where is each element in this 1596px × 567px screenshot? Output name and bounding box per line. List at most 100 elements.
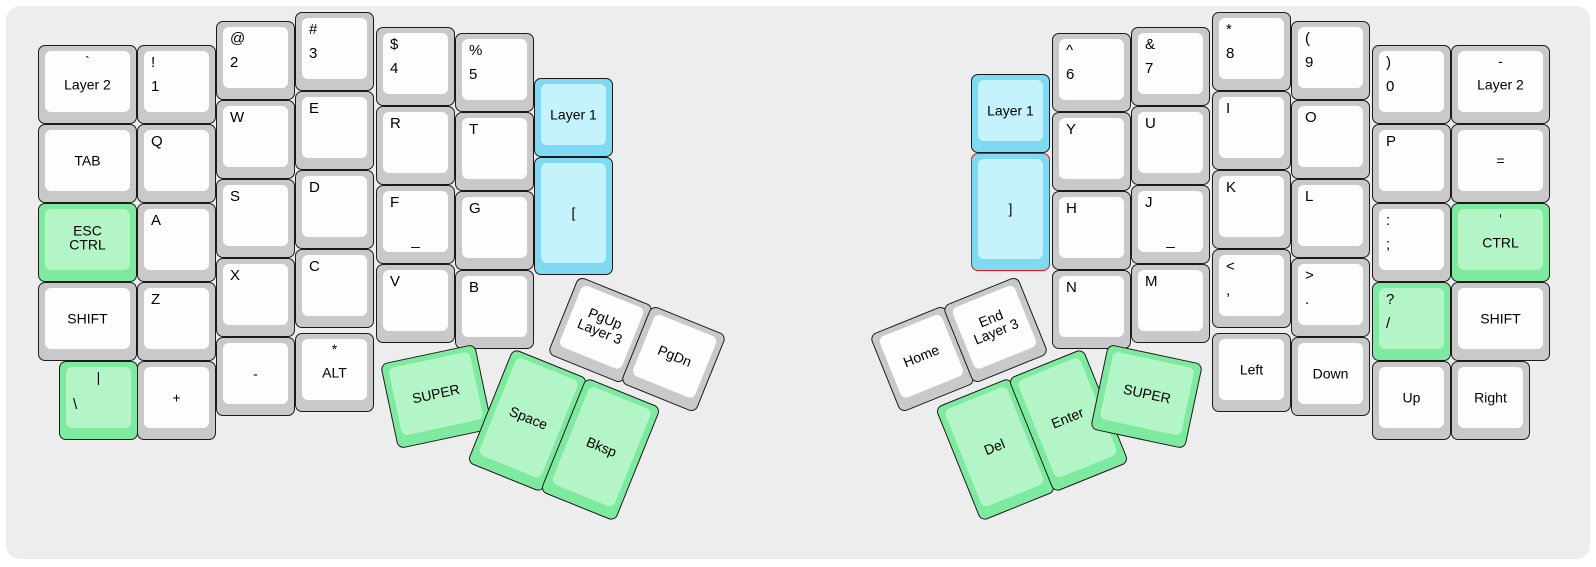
keycap-r-c7-r1: Layer 1: [978, 80, 1043, 141]
keycap-r-c1-r3: 'CTRL: [1458, 209, 1543, 270]
key-l-c1-r2[interactable]: TAB: [38, 124, 137, 203]
legend-bottom-left-r-c2-r4: /: [1386, 315, 1391, 332]
legend-center-r-t-del: Del: [981, 434, 1007, 458]
legend-top-left-r-c4-r4: <: [1226, 258, 1235, 275]
key-r-c1-r4[interactable]: SHIFT: [1451, 282, 1550, 361]
key-l-c2-r4[interactable]: Z: [137, 282, 216, 361]
key-r-c2-r3[interactable]: :;: [1372, 203, 1451, 282]
legend-top-left-r-c2-r4: ?: [1386, 291, 1395, 308]
key-l-c6-r3[interactable]: G: [455, 191, 534, 270]
key-r-c1-r3[interactable]: 'CTRL: [1451, 203, 1550, 282]
key-r-c7-r1[interactable]: Layer 1: [971, 74, 1050, 153]
keycap-l-c5-r4: V: [383, 270, 448, 331]
key-l-c5-r3[interactable]: F_: [376, 185, 455, 264]
key-l-c3-r4[interactable]: X: [216, 258, 295, 337]
keycap-r-c5-r4: M: [1138, 270, 1203, 331]
key-r-c1-r5[interactable]: Right: [1451, 361, 1530, 440]
key-l-c6-r2[interactable]: T: [455, 112, 534, 191]
keycap-r-c5-r2: U: [1138, 112, 1203, 173]
keycap-l-c1-r5: |\: [66, 367, 131, 428]
key-l-c2-r5[interactable]: +: [137, 361, 216, 440]
legend-top-left-r-c6-r2: Y: [1066, 121, 1077, 138]
key-l-c4-r2[interactable]: E: [295, 91, 374, 170]
key-r-c6-r1[interactable]: ^6: [1052, 33, 1131, 112]
keycap-r-c4-r5: Left: [1219, 339, 1284, 400]
key-r-c5-r3[interactable]: J_: [1131, 185, 1210, 264]
key-l-c5-r2[interactable]: R: [376, 106, 455, 185]
key-r-c4-r2[interactable]: I: [1212, 91, 1291, 170]
legend-top-left-r-c2-r1: ): [1386, 54, 1391, 71]
legend-top-left-r-c3-r1: (: [1305, 30, 1310, 47]
legend-center-r-c3-r5: Down: [1312, 365, 1349, 382]
legend-top-left-r-c3-r3: L: [1305, 188, 1314, 205]
keycap-r-c1-r2: =: [1458, 130, 1543, 191]
keycap-r-c1-r1: -Layer 2: [1458, 51, 1543, 112]
key-r-c4-r5[interactable]: Left: [1212, 333, 1291, 412]
keycap-r-c1-r4: SHIFT: [1458, 288, 1543, 349]
legend-top-left-r-c4-r2: I: [1226, 100, 1231, 117]
keycap-l-c2-r4: Z: [144, 288, 209, 349]
key-r-c6-r3[interactable]: H: [1052, 191, 1131, 270]
legend-bottom-left-r-c3-r4: .: [1305, 291, 1310, 308]
legend-bottom-left-r-c3-r1: 9: [1305, 54, 1314, 71]
key-l-c4-r4[interactable]: C: [295, 249, 374, 328]
key-l-c5-r4[interactable]: V: [376, 264, 455, 343]
key-r-c4-r4[interactable]: <,: [1212, 249, 1291, 328]
key-r-c3-r4[interactable]: >.: [1291, 258, 1370, 337]
key-l-c2-r2[interactable]: Q: [137, 124, 216, 203]
keycap-r-c4-r4: <,: [1219, 255, 1284, 316]
key-l-c7-r2[interactable]: [: [534, 157, 613, 275]
legend-center-r-c2-r5: Up: [1402, 389, 1421, 406]
legend-top-left-r-c5-r1: &: [1145, 36, 1156, 53]
key-r-c2-r2[interactable]: P: [1372, 124, 1451, 203]
key-r-c4-r3[interactable]: K: [1212, 170, 1291, 249]
keycap-r-c3-r1: (9: [1298, 27, 1363, 88]
key-r-c4-r1[interactable]: *8: [1212, 12, 1291, 91]
key-l-c3-r3[interactable]: S: [216, 179, 295, 258]
key-l-c3-r2[interactable]: W: [216, 100, 295, 179]
key-r-c3-r2[interactable]: O: [1291, 100, 1370, 179]
legend-bottom-left-r-c4-r1: 8: [1226, 45, 1235, 62]
legend-top-left-r-c2-r3: :: [1386, 212, 1391, 229]
key-l-c4-r1[interactable]: #3: [295, 12, 374, 91]
legend-center-r-c1-r3: CTRL: [1482, 234, 1519, 251]
keycap-r-c3-r2: O: [1298, 106, 1363, 167]
key-r-c5-r2[interactable]: U: [1131, 106, 1210, 185]
legend-bottom-left-r-c6-r1: 6: [1066, 66, 1075, 83]
legend-bottom-left-r-c5-r1: 7: [1145, 60, 1154, 77]
key-r-c1-r1[interactable]: -Layer 2: [1451, 45, 1550, 124]
legend-top-left-r-c3-r2: O: [1305, 109, 1317, 126]
key-r-c3-r5[interactable]: Down: [1291, 337, 1370, 416]
key-r-c3-r1[interactable]: (9: [1291, 21, 1370, 100]
legend-top-left-r-c6-r1: ^: [1066, 42, 1074, 59]
legend-center-line1-r-t-end: End: [976, 306, 1006, 331]
key-r-c5-r1[interactable]: &7: [1131, 27, 1210, 106]
legend-top-left-r-c6-r4: N: [1066, 279, 1077, 296]
key-r-c2-r1[interactable]: )0: [1372, 45, 1451, 124]
key-r-c6-r2[interactable]: Y: [1052, 112, 1131, 191]
keycap-l-c5-r2: R: [383, 112, 448, 173]
keycap-r-c7-r2: ]: [978, 159, 1043, 259]
key-r-c6-r4[interactable]: N: [1052, 270, 1131, 349]
legend-center-r-t-super: SUPER: [1121, 380, 1173, 406]
key-r-c2-r5[interactable]: Up: [1372, 361, 1451, 440]
key-l-c6-r4[interactable]: B: [455, 270, 534, 349]
legend-center-r-c1-r2: =: [1496, 152, 1505, 169]
keycap-l-c6-r3: G: [462, 197, 527, 258]
key-r-c3-r3[interactable]: L: [1291, 179, 1370, 258]
key-r-c7-r2[interactable]: ]: [971, 153, 1050, 271]
legend-bottom-left-r-c4-r4: ,: [1226, 282, 1231, 299]
key-l-c3-r1[interactable]: @2: [216, 21, 295, 100]
key-l-c2-r1[interactable]: !1: [137, 45, 216, 124]
legend-center-r-c7-r1: Layer 1: [987, 102, 1034, 119]
key-r-c5-r4[interactable]: M: [1131, 264, 1210, 343]
keycap-r-c2-r1: )0: [1379, 51, 1444, 112]
key-r-c2-r4[interactable]: ?/: [1372, 282, 1451, 361]
legend-top-left-r-c3-r4: >: [1305, 267, 1314, 284]
legend-top-left-r-c4-r3: K: [1226, 179, 1237, 196]
legend-center-r-c1-r5: Right: [1474, 389, 1507, 406]
key-r-c1-r2[interactable]: =: [1451, 124, 1550, 203]
key-l-c6-r1[interactable]: %5: [455, 33, 534, 112]
